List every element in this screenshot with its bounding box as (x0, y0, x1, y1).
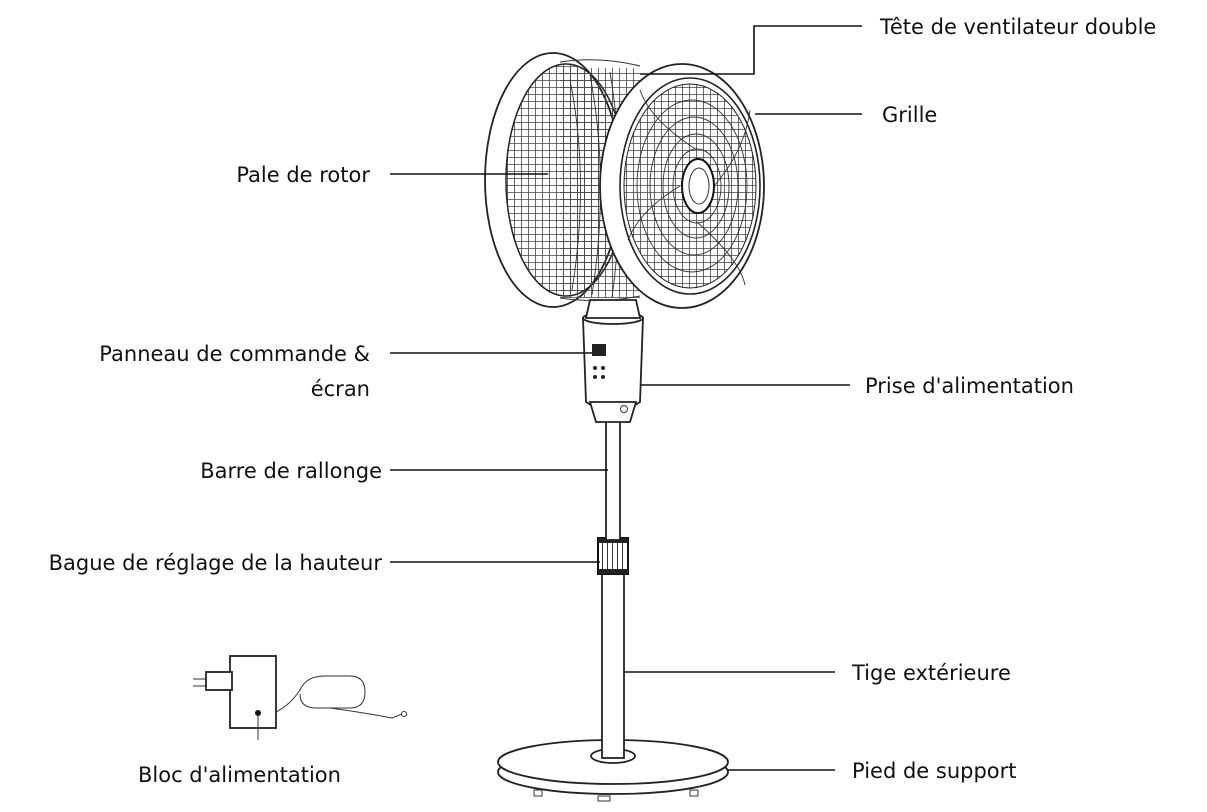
label-outer-rod: Tige extérieure (852, 661, 1011, 685)
base-stand (497, 739, 729, 802)
height-adjust-ring (597, 537, 629, 575)
control-housing (582, 311, 644, 423)
control-panel-display (592, 344, 606, 379)
label-extension-bar: Barre de rallonge (200, 459, 382, 483)
label-twin-fan-head: Tête de ventilateur double (880, 15, 1157, 39)
label-power-adapter: Bloc d'alimentation (138, 763, 341, 787)
label-rotor-blade: Pale de rotor (236, 163, 370, 187)
label-base-stand: Pied de support (852, 759, 1017, 783)
front-fan-head (599, 63, 765, 309)
twin-fan-head (484, 52, 765, 309)
label-control-panel: Panneau de commande & (99, 342, 370, 366)
power-adapter-drawing (193, 655, 407, 740)
label-control-panel-screen: écran (310, 377, 370, 401)
extension-bar (605, 419, 621, 541)
label-height-adjust-ring: Bague de réglage de la hauteur (48, 551, 382, 575)
label-power-socket: Prise d'alimentation (865, 374, 1074, 398)
outer-rod (601, 569, 625, 759)
leader-lines (390, 25, 862, 771)
label-grille: Grille (882, 103, 938, 127)
